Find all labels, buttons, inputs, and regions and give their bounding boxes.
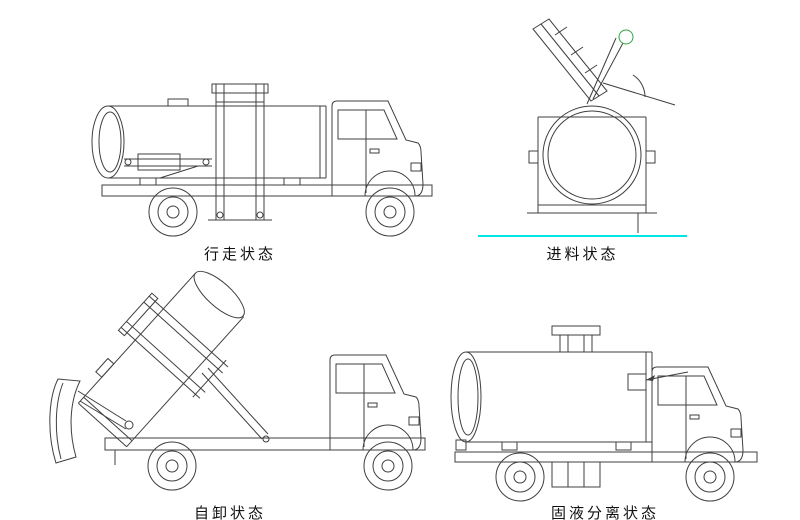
label-feeding-state: 进料状态	[546, 245, 619, 263]
cab	[331, 100, 424, 197]
rear-wheel	[148, 187, 198, 237]
pivot-callout-icon	[618, 29, 634, 45]
hydraulic-cylinder	[201, 367, 270, 443]
separation-state-drawing	[450, 325, 758, 502]
rear-wheel	[495, 452, 545, 502]
cab	[651, 366, 744, 463]
lid-arm	[586, 29, 634, 105]
open-lid	[532, 18, 608, 102]
tank-rear-view	[527, 105, 657, 214]
front-wheel	[685, 452, 735, 502]
feeding-state-drawing	[478, 18, 687, 237]
tank-body	[91, 98, 327, 186]
bin-lifter	[208, 83, 272, 221]
label-dumping-state: 自卸状态	[193, 504, 266, 520]
rear-door-open	[49, 378, 134, 464]
tilted-tank	[77, 270, 245, 448]
top-hopper	[548, 325, 604, 353]
dumping-state-drawing	[49, 270, 426, 491]
rear-wheel	[147, 441, 197, 491]
chassis	[101, 184, 433, 197]
front-wheel	[365, 187, 415, 237]
tank-body	[450, 351, 653, 451]
under-box	[551, 461, 601, 488]
cab	[329, 354, 422, 451]
label-travel-state: 行走状态	[203, 245, 276, 263]
loading-arm	[124, 153, 212, 179]
front-wheel	[363, 441, 413, 491]
chassis	[454, 451, 758, 463]
chassis	[104, 437, 426, 451]
label-separation-state: 固液分离状态	[550, 504, 659, 520]
travel-state-drawing	[91, 83, 433, 237]
dimension-lines	[602, 74, 676, 233]
